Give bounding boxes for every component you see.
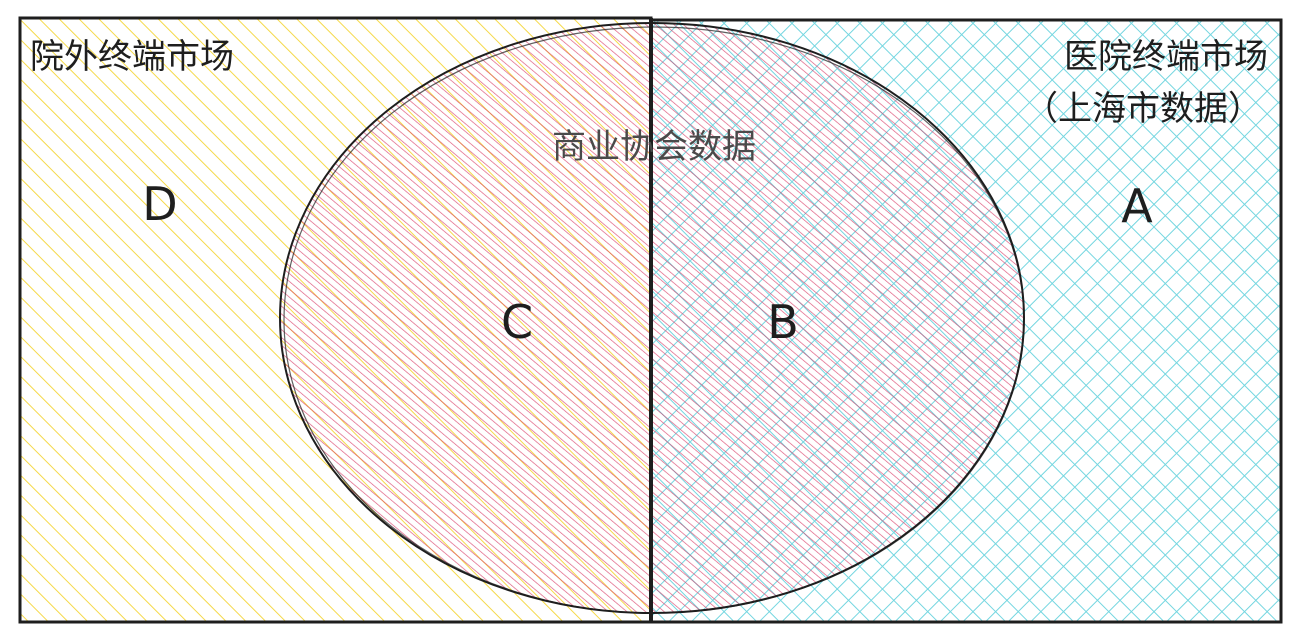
left-region-label: 院外终端市场 (30, 37, 234, 77)
right-region-label-line2: （上海市数据） (1024, 89, 1262, 129)
region-letter-d: D (142, 177, 177, 231)
ellipse-label: 商业协会数据 (552, 127, 756, 167)
region-letter-b: B (767, 295, 799, 349)
right-region-label-line1: 医院终端市场 (1064, 37, 1268, 77)
ellipse-outline-sketch (283, 26, 1025, 614)
region-letter-c: C (501, 295, 533, 349)
region-letter-a: A (1121, 179, 1153, 233)
